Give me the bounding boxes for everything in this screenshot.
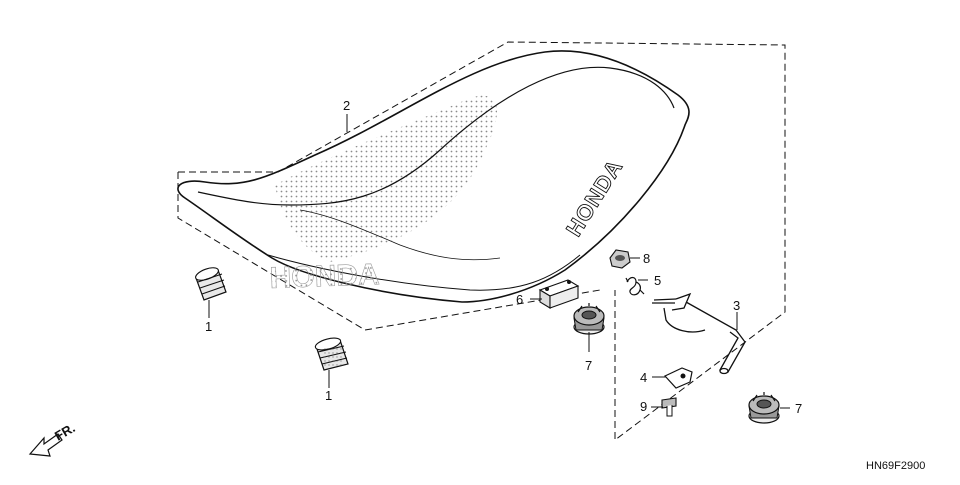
latch-rod-part-3 <box>652 292 746 375</box>
callout-6: 6 <box>516 292 523 307</box>
leader-lines <box>208 114 790 409</box>
callout-2: 2 <box>343 98 350 113</box>
callout-4: 4 <box>640 370 647 385</box>
mount-part-7a <box>573 303 605 335</box>
grommet-part-1a <box>195 267 227 301</box>
rubber-block-part-6 <box>538 279 580 309</box>
spring-part-5 <box>625 276 645 296</box>
callout-1a: 1 <box>205 319 212 334</box>
seat-wing-graphic <box>275 95 497 262</box>
callout-1b: 1 <box>325 388 332 403</box>
grommet-part-1b <box>314 337 349 371</box>
callout-9: 9 <box>640 399 647 414</box>
clip-part-4 <box>664 367 693 389</box>
callout-8: 8 <box>643 251 650 266</box>
callout-7b: 7 <box>795 401 802 416</box>
bolt-part-9 <box>661 397 677 417</box>
seat-rear-brand: HONDA <box>561 155 628 241</box>
callout-7a: 7 <box>585 358 592 373</box>
callout-3: 3 <box>733 298 740 313</box>
nut-part-8 <box>609 249 631 269</box>
diagram-code: HN69F2900 <box>866 460 925 472</box>
front-direction-arrow: FR. <box>28 420 78 457</box>
seat-cover <box>177 50 690 303</box>
callout-5: 5 <box>654 273 661 288</box>
mount-part-7b <box>748 392 780 424</box>
seat-side-brand-faded: HONDA <box>269 258 380 295</box>
